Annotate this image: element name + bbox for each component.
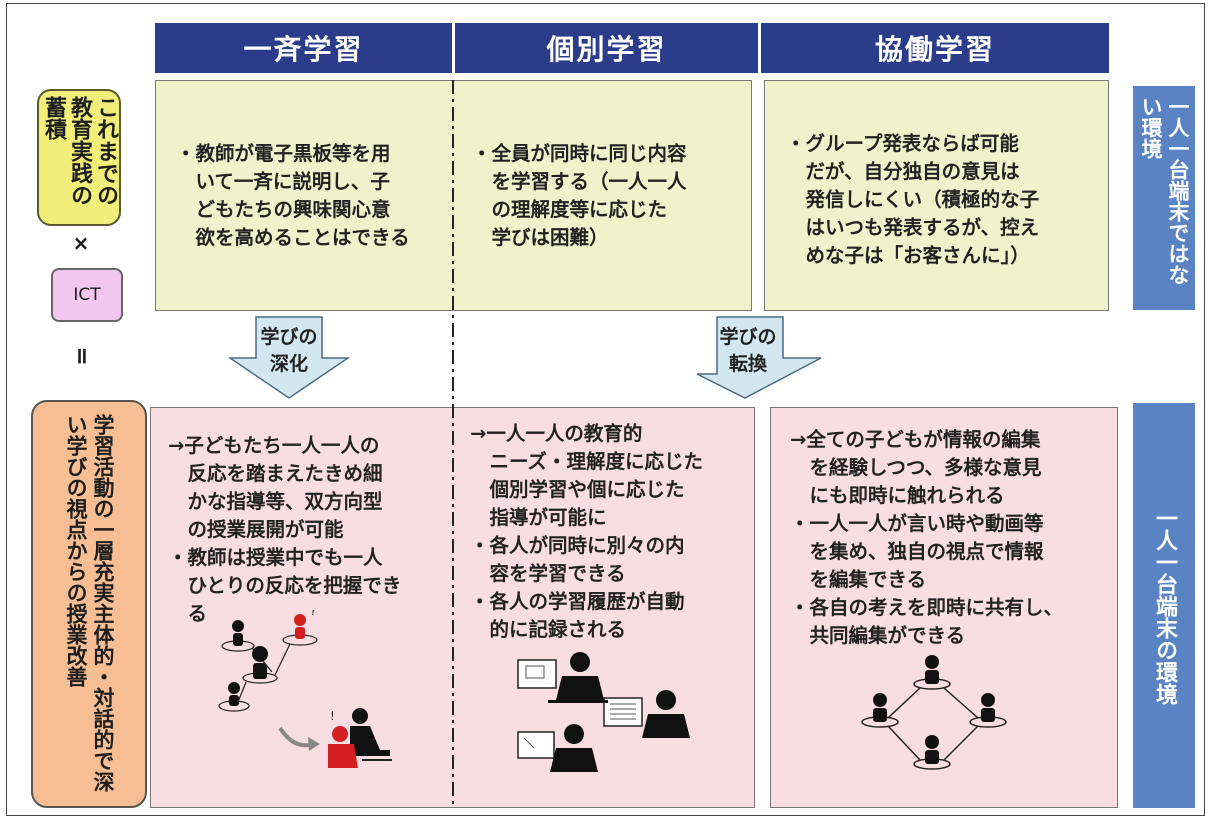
figure-frame (6, 3, 1205, 816)
individual-learning-illustration (517, 652, 690, 772)
text-collaborative-after: →全ての子どもが情報の編集 を経験しつつ、多様な意見 にも即時に触れられる ・一… (790, 428, 1064, 647)
header-individual: 個別学習 (455, 23, 758, 73)
text-simultaneous-after: →子どもたち一人一人の 反応を踏まえたきめ細 かな指導等、双方向型 の授業展開が… (168, 434, 402, 625)
arrow-transformation-label: 学びの 転換 (719, 326, 777, 375)
accumulated-practice-label: これまでの教育実践の蓄積 (37, 89, 121, 226)
times-symbol: × (72, 231, 90, 255)
simultaneous-learning-illustration: ? ! (218, 610, 392, 768)
text-simultaneous-before: ・教師が電子黒板等を用 いて一斉に説明し、子 どもたちの興味関心意 欲を高めるこ… (176, 142, 410, 249)
top-box-collaborative (764, 80, 1109, 311)
text-individual-before: ・全員が同時に同じ内容 を学習する（一人一人 の理解度等に応じた 学びは困難） (472, 142, 687, 249)
one-device-environment-label: 一人一台端末の環境 (1133, 403, 1195, 808)
bottom-box-collaborative (770, 407, 1118, 808)
equals-symbol: ॥ (74, 344, 88, 369)
text-collaborative-before: ・グループ発表ならば可能 だが、自分独自の意見は 発信しにくい（積極的な子 はい… (786, 132, 1040, 267)
dashed-divider (452, 80, 454, 808)
arrow-transformation (696, 316, 822, 399)
lesson-improvement-label: 学習活動の一層充実主体的・対話的で深い学びの視点からの授業改善 (31, 400, 147, 808)
svg-text:!: ! (330, 709, 335, 723)
header-collaborative: 協働学習 (761, 23, 1109, 73)
svg-text:?: ? (310, 610, 316, 618)
arrow-deepening-label: 学びの 深化 (260, 326, 318, 375)
arrow-deepening (228, 316, 350, 399)
text-individual-after: →一人一人の教育的 ニーズ・理解度に応じた 個別学習や個に応じた 指導が可能に … (470, 422, 704, 641)
no-device-environment-label: 一人一台端末ではない環境 (1133, 86, 1195, 310)
header-simultaneous: 一斉学習 (155, 23, 452, 73)
collaborative-learning-illustration (861, 655, 1007, 770)
ict-label: ICT (51, 268, 123, 322)
